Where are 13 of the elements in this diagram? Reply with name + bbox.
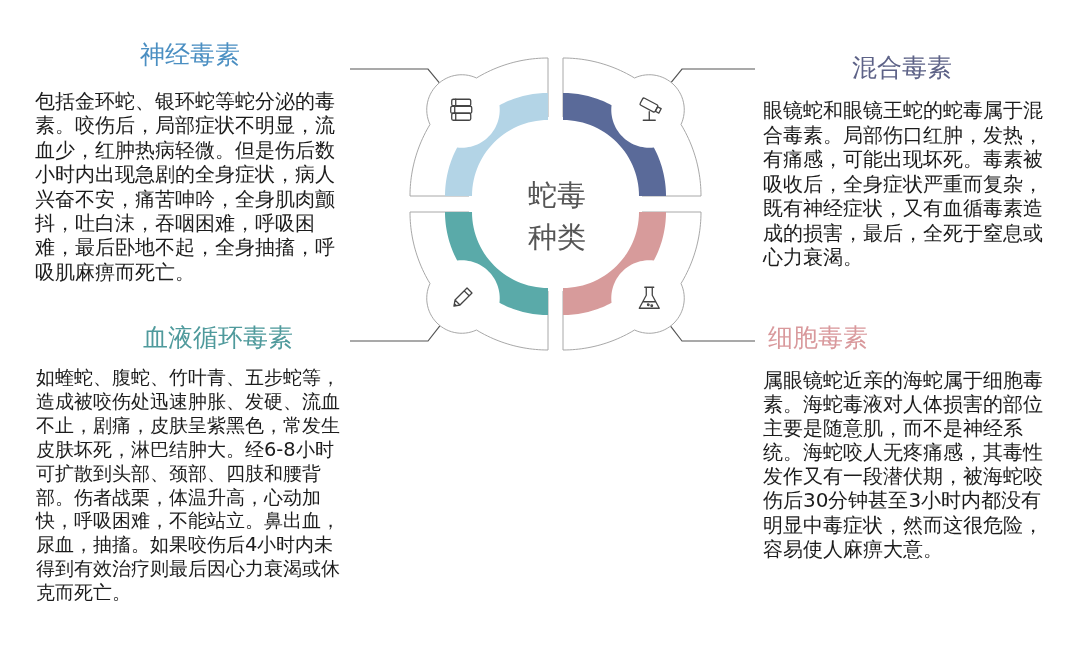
center-label: 蛇毒种类	[527, 177, 587, 256]
section-heading: 混合毒素	[852, 53, 952, 83]
leader-line	[669, 325, 756, 342]
description-text: 属眼镜蛇近亲的海蛇属于细胞毒素。海蛇毒液对人体损害的部位主要是随意肌，而不是神经系统。海蛇咬人无疼痛感，其毒性发作又有一段潜伏期，被海蛇咬伤后30分钟甚至3小时内都没有明显中毒症状，然而这很危险，容易使人麻痹大意。	[763, 368, 1044, 561]
leader-line	[349, 325, 441, 342]
section-heading: 血液循环毒素	[143, 323, 293, 353]
description-text: 如蝰蛇、腹蛇、竹叶青、五步蛇等，造成被咬伤处迅速肿胀、发硬、流血不止，剧痛，皮肤呈紫黑色，常发生皮肤坏死，淋巴结肿大。经6-8小时可扩散到头部、颈部、四肢和腰背部。伤者战栗，体温升高，心动加快，呼吸困难，不能站立。鼻出血，尿血，抽搐。如果咬伤后4小时内未得到有效治疗则最后因心力衰渴或休克而死亡。	[36, 366, 341, 606]
leader-line	[349, 68, 440, 84]
leader-line	[670, 68, 756, 84]
section-heading: 神经毒素	[140, 40, 240, 70]
description-text: 包括金环蛇、银环蛇等蛇分泌的毒素。咬伤后，局部症状不明显，流血少，红肿热病轻微。但是伤后数小时内出现急剧的全身症状，病人兴奋不安，痛苦呻吟，全身肌肉颤抖，吐白沫，吞咽困难，呼吸困难，最后卧地不起，全身抽搐，呼吸肌麻痹而死亡。	[35, 89, 335, 285]
section-heading: 细胞毒素	[768, 323, 868, 353]
description-text: 眼镜蛇和眼镜王蛇的蛇毒属于混合毒素。局部伤口红肿，发热，有痛感，可能出现坏死。毒素被吸收后，全身症状严重而复杂，既有神经症状，又有血循毒素造成的损害，最后，全死于窒息或心力衰渴。	[763, 98, 1044, 270]
